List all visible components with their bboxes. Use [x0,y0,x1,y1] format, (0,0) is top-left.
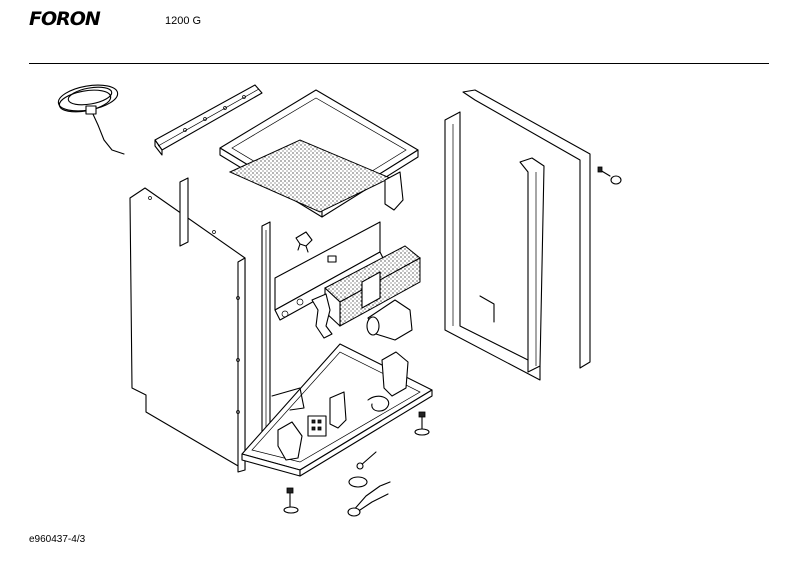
power-cord-part [57,84,125,155]
adjustable-foot-left-part [283,487,299,514]
control-module-part [324,245,421,327]
left-side-panel-part [129,187,246,473]
float-disc-part [348,476,368,488]
heater-connector-part [277,421,303,461]
door-handle-part [311,293,333,339]
top-rail-part [154,84,263,156]
model-number: 1200 G [165,15,202,27]
screw-cap-part [610,175,622,185]
clip-part [295,231,313,253]
screw-part [597,166,611,177]
adjustable-foot-right-part [414,411,430,436]
insulation-panel-part [228,139,404,213]
relay-part [329,391,347,429]
wire-loop-part [367,395,390,412]
brand-logo: FORON [29,8,101,30]
document-reference: e960437-4/3 [29,534,86,545]
door-frame-part [444,89,591,381]
wiring-harness-part [347,481,391,517]
bracket-part [381,351,409,397]
switch-block-part [307,415,327,437]
thermostat-part [356,451,377,470]
water-inlet-part [366,299,413,341]
header-divider [29,63,769,64]
